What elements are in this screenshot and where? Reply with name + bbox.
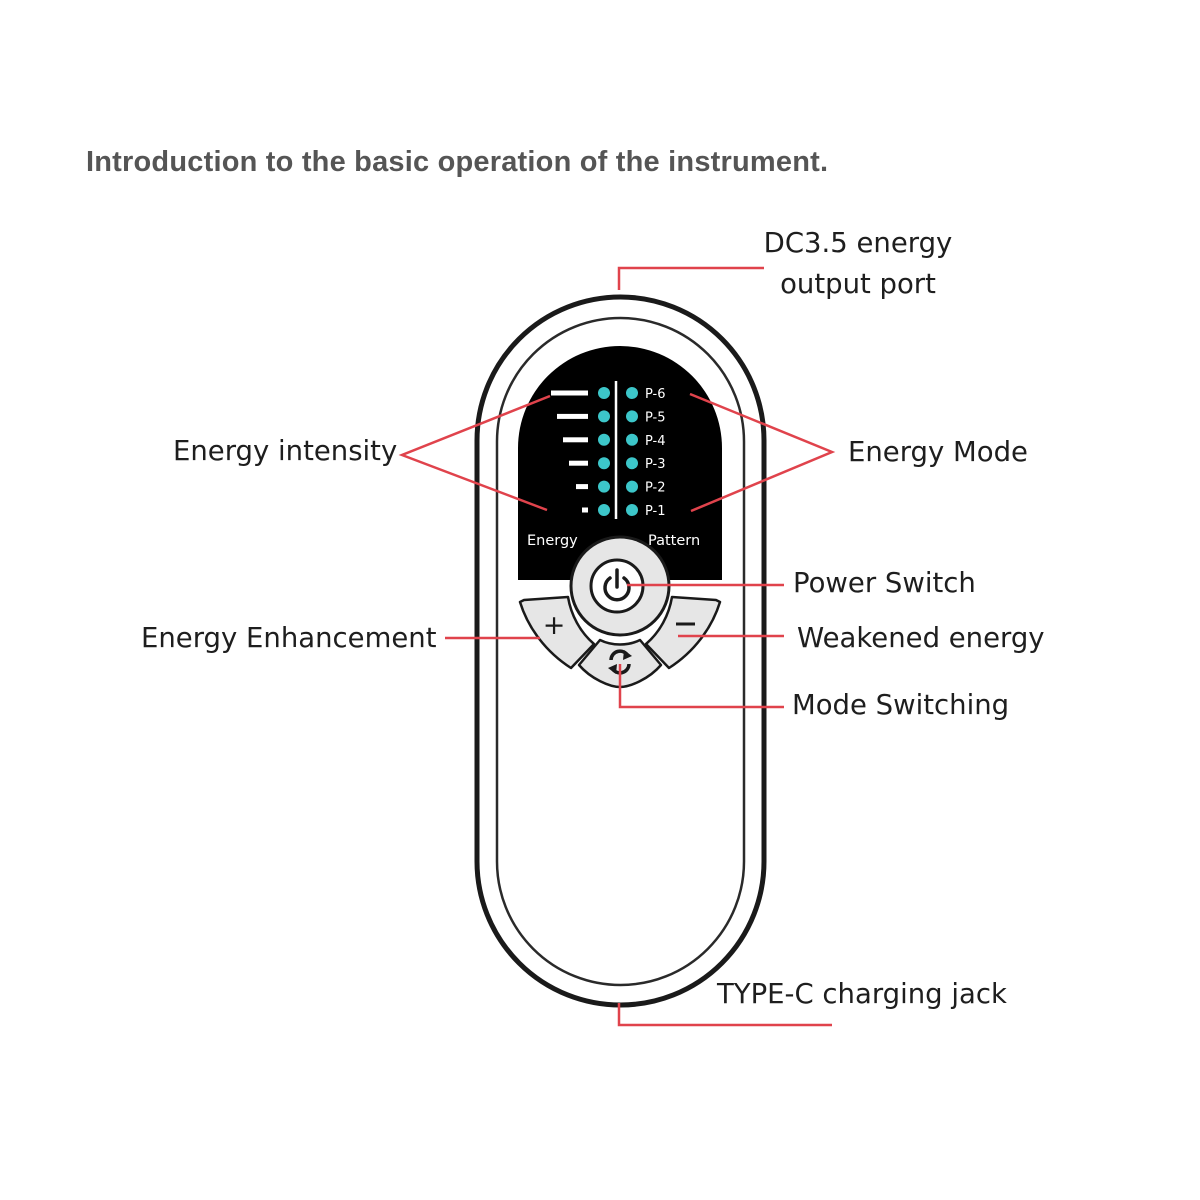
pattern-indicator-dot (626, 433, 638, 446)
pattern-label: P-4 (645, 434, 666, 449)
pattern-indicator-dot (626, 457, 638, 470)
intensity-bars (551, 390, 588, 513)
pattern-indicator-dot (626, 480, 638, 493)
energy-indicator-dot (598, 387, 610, 399)
energy-indicator-dot (598, 410, 610, 423)
mode-switch-button[interactable] (577, 638, 663, 689)
energy-indicator-dot (598, 457, 610, 470)
leader-energy-intensity (398, 394, 551, 512)
intensity-bar (563, 437, 588, 443)
intensity-bar (569, 460, 588, 466)
label-mode-switching: Mode Switching (792, 689, 1010, 721)
intensity-bar (551, 390, 588, 396)
label-weakened-energy: Weakened energy (797, 622, 1045, 654)
label-dc-port-line2: output port (780, 268, 936, 300)
indicator-dots (598, 387, 638, 516)
label-energy-intensity: Energy intensity (173, 435, 398, 467)
pattern-label: P-5 (645, 410, 666, 425)
pattern-indicator-dot (626, 410, 638, 423)
intensity-bar (582, 507, 588, 513)
label-energy-mode: Energy Mode (848, 436, 1028, 468)
pattern-indicator-dot (626, 504, 638, 516)
power-switch-button[interactable] (569, 535, 671, 637)
page-heading: Introduction to the basic operation of t… (86, 146, 829, 178)
pattern-indicator-dot (626, 387, 638, 399)
label-dc-port: DC3.5 energy output port (748, 223, 968, 305)
energy-indicator-dot (598, 480, 610, 493)
leader-energy-mode (689, 392, 836, 513)
energy-indicator-dot (598, 504, 610, 516)
display-panel (518, 346, 722, 580)
label-power-switch: Power Switch (793, 567, 976, 599)
energy-indicator-dot (598, 433, 610, 446)
energy-plus-button[interactable]: + (518, 595, 596, 670)
pattern-label: P-3 (645, 457, 666, 472)
label-dc-port-line1: DC3.5 energy (763, 227, 953, 259)
pattern-label: P-1 (645, 504, 666, 519)
leader-mode-switching (618, 664, 784, 709)
leader-dc-port (617, 266, 764, 290)
pattern-label: P-2 (645, 481, 666, 496)
pattern-column-label: Pattern (648, 533, 700, 549)
label-type-c: TYPE-C charging jack (717, 978, 1007, 1010)
label-energy-enhancement: Energy Enhancement (141, 622, 437, 654)
leader-type-c (617, 1003, 832, 1027)
plus-symbol: + (543, 610, 566, 641)
intensity-bar (576, 484, 588, 490)
pattern-label: P-6 (645, 387, 666, 402)
energy-column-label: Energy (527, 533, 578, 549)
intensity-bar (557, 413, 588, 419)
energy-minus-button[interactable] (644, 595, 722, 670)
pattern-labels: P-6P-5P-4P-3P-2P-1 (645, 387, 666, 519)
leader-lines (398, 266, 836, 1027)
refresh-icon (608, 649, 632, 675)
